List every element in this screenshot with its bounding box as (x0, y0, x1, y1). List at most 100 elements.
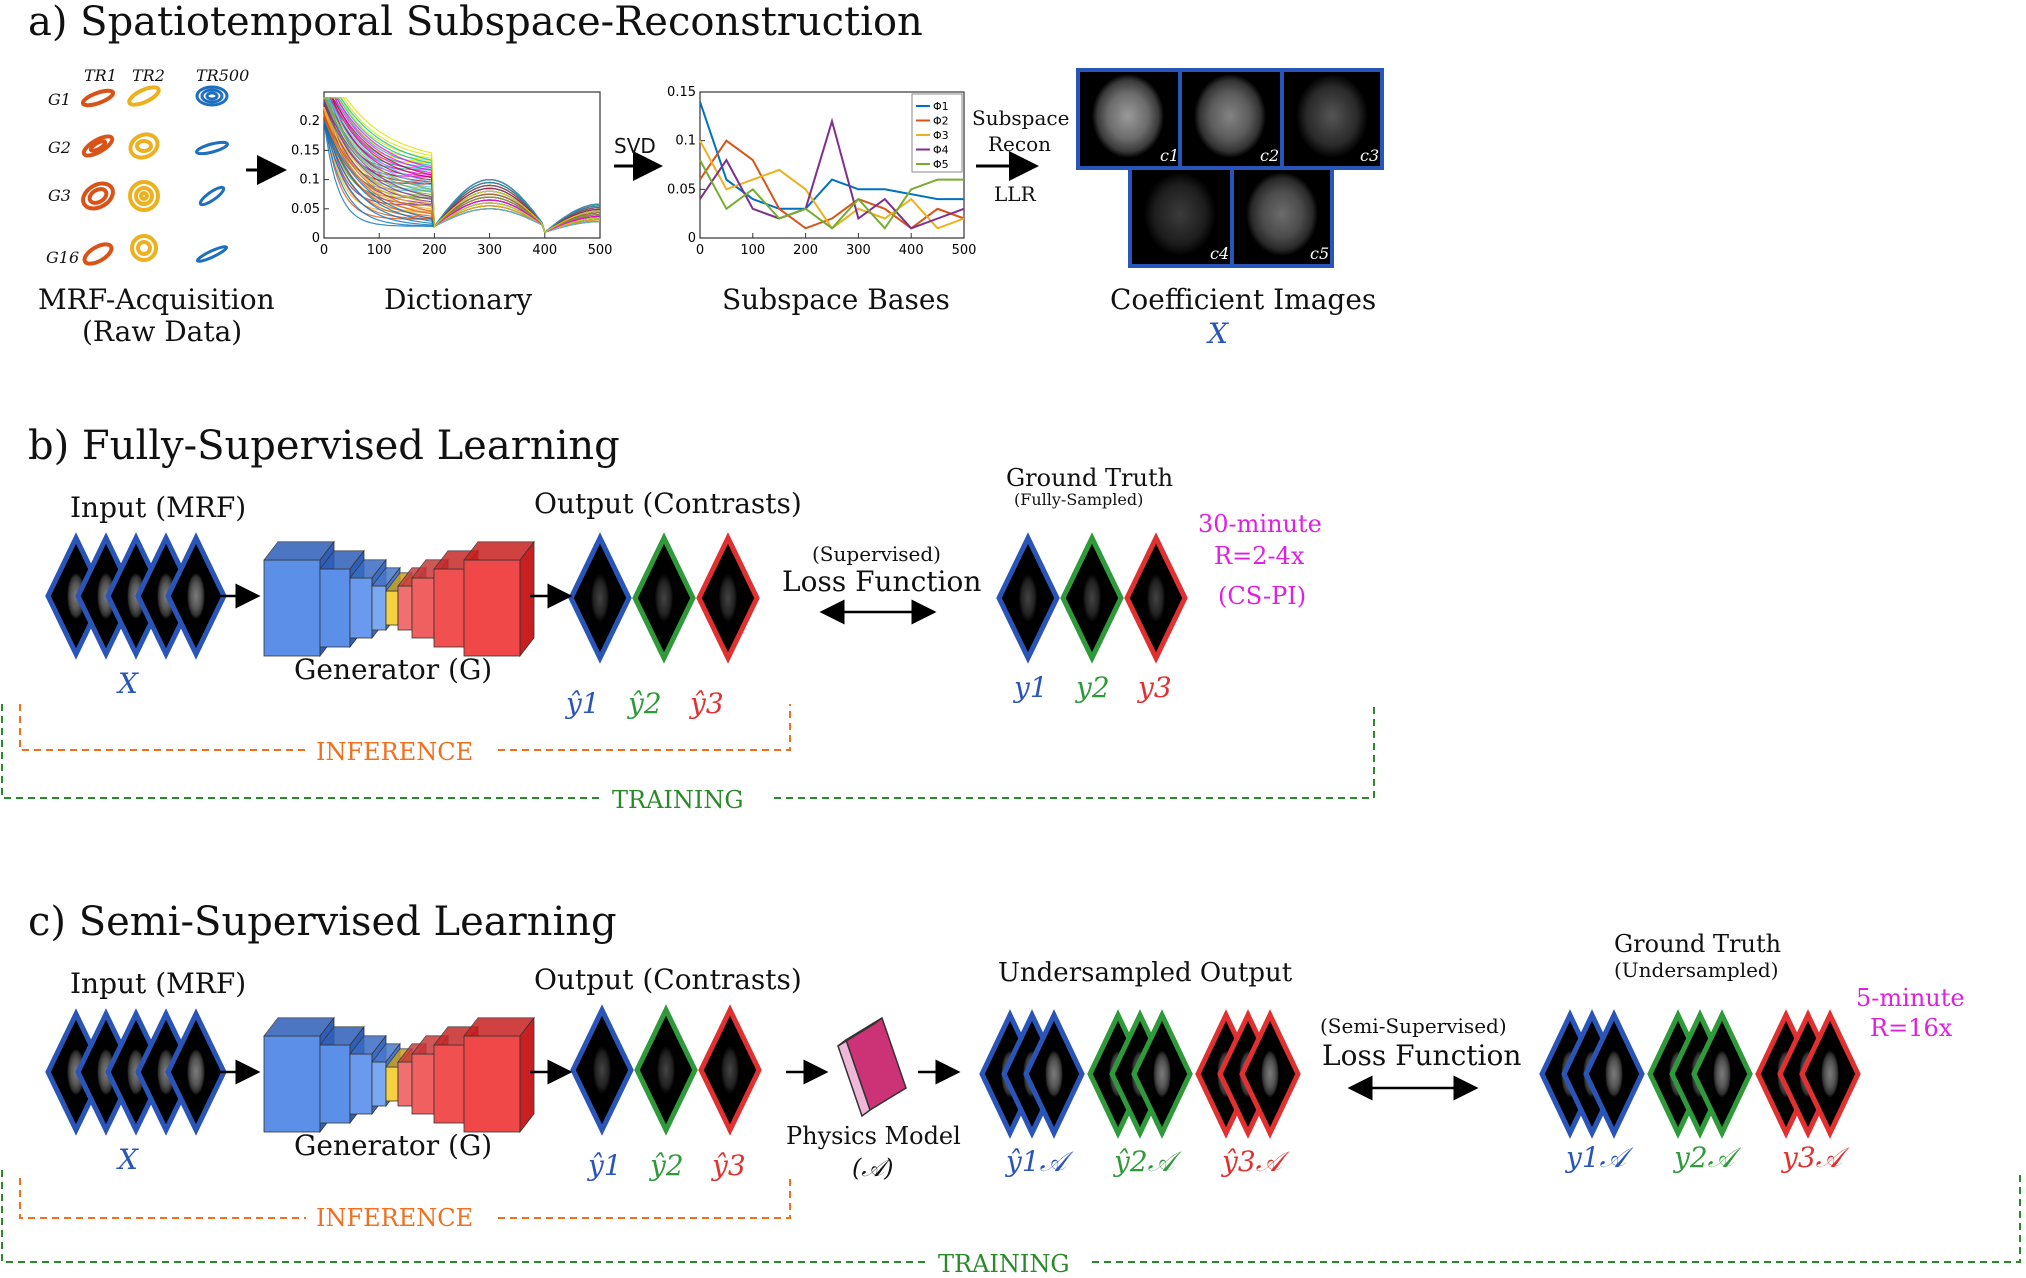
c-generator (263, 1016, 535, 1134)
b-input-label: Input (MRF) (70, 491, 247, 524)
c-note-accel: R=16x (1870, 1014, 1953, 1042)
generator-block (397, 1061, 413, 1107)
bases-xtick-label: 100 (740, 243, 765, 258)
c-output-y3: ŷ3 (712, 1149, 746, 1182)
slice-brain (590, 574, 610, 622)
bases-legend-entry: Φ1 (933, 100, 949, 113)
dict-xtick-label: 0 (320, 243, 328, 258)
c-gt-y2: y2𝒜 (1674, 1141, 1735, 1174)
b-gt-y2: y2 (1076, 671, 1110, 704)
coef-symbol: X (1208, 317, 1228, 350)
c-note-time: 5-minute (1856, 984, 1965, 1012)
bases-frame (699, 91, 965, 239)
bases-ytick-label: 0.15 (667, 85, 696, 100)
dict-xtick-label: 400 (532, 243, 557, 258)
generator-block (463, 1035, 521, 1133)
c-output-label: Output (Contrasts) (534, 963, 802, 996)
c-training-bracket (1, 1170, 2021, 1263)
dict-signal-curve (324, 97, 600, 234)
bases-ytick-label: 0.05 (667, 182, 696, 197)
panel-b-title: b) Fully-Supervised Learning (28, 423, 620, 469)
acq-caption: MRF-Acquisition (38, 283, 275, 316)
recon-label-2: Recon (988, 132, 1052, 156)
b-gt-label: Ground Truth (1006, 464, 1174, 492)
slice-brain (1146, 574, 1166, 622)
slice-brain (654, 574, 674, 622)
bases-legend-entry: Φ3 (933, 129, 949, 142)
coef-label-5: c5 (1310, 244, 1330, 263)
b-generator (263, 540, 535, 658)
dict-xtick-label: 500 (588, 243, 613, 258)
generator-block-side (519, 540, 535, 658)
generator-block (349, 1053, 373, 1115)
g-label-2: G2 (48, 138, 71, 157)
c-input-stack (45, 1008, 227, 1136)
coef-brain-5 (1246, 172, 1318, 256)
slice-brain (718, 574, 738, 622)
g-label-16: G16 (46, 248, 80, 267)
c-under-y2: ŷ2𝒜 (1114, 1145, 1175, 1178)
bases-xtick-label: 500 (952, 243, 977, 258)
panel-c-title: c) Semi-Supervised Learning (28, 899, 617, 945)
c-undersampled-stacks (979, 1009, 1301, 1139)
c-input-symbol: X (118, 1143, 138, 1176)
generator-block (463, 559, 521, 657)
bases-xtick-label: 400 (899, 243, 924, 258)
generator-block (263, 1035, 321, 1133)
g-label-1: G1 (48, 90, 71, 109)
dict-xtick-label: 200 (422, 243, 447, 258)
dict-frame (323, 91, 601, 239)
generator-block (385, 1066, 399, 1102)
b-note-time: 30-minute (1198, 510, 1322, 538)
tr-label-1: TR1 (84, 66, 117, 85)
slice-brain (1713, 1050, 1731, 1098)
generator-block (349, 577, 373, 639)
c-gt-y3: y3𝒜 (1782, 1141, 1843, 1174)
bases-xtick-label: 0 (696, 243, 704, 258)
b-note-method: (CS-PI) (1218, 582, 1307, 610)
slice-brain (656, 1046, 676, 1094)
c-training-label: TRAINING (938, 1250, 1070, 1278)
generator-block (411, 1053, 435, 1115)
b-training-label: TRAINING (612, 786, 744, 814)
under-label: Undersampled Output (998, 958, 1293, 988)
dict-signal-curve (324, 97, 601, 234)
b-output-y1: ŷ1 (566, 687, 600, 720)
dict-xtick-label: 300 (477, 243, 502, 258)
tr-label-2: TR2 (132, 66, 165, 85)
dict-signal-curve (324, 97, 601, 234)
coef-label-2: c2 (1260, 146, 1280, 165)
c-output-y1: ŷ1 (588, 1149, 622, 1182)
generator-block (319, 568, 351, 648)
bases-legend-entry: Φ5 (933, 158, 949, 171)
bases-xtick-label: 300 (846, 243, 871, 258)
dict-caption: Dictionary (384, 283, 533, 316)
c-inference-bracket (19, 1178, 791, 1219)
slice-brain (187, 572, 205, 620)
coef-brain-2 (1194, 74, 1266, 158)
slice-brain (1153, 1050, 1171, 1098)
bases-xtick-label: 200 (793, 243, 818, 258)
b-input-stack (45, 532, 227, 660)
b-gt-y3: y3 (1138, 671, 1172, 704)
bases-legend-entry: Φ4 (933, 144, 949, 157)
dict-signal-curve (324, 97, 601, 233)
recon-label-1: Subspace (972, 106, 1070, 130)
physics-symbol: (𝒜) (852, 1154, 894, 1182)
coef-label-4: c4 (1210, 244, 1230, 263)
generator-block (411, 577, 435, 639)
b-ground-truth-diamonds (996, 532, 1188, 664)
slice-brain (1082, 574, 1102, 622)
dict-xtick-label: 100 (367, 243, 392, 258)
generator-block (371, 1061, 387, 1107)
slice-brain (1261, 1050, 1279, 1098)
bases-series-line (699, 139, 965, 230)
dict-ytick-label: 0.15 (291, 143, 320, 158)
c-gt-y1: y1𝒜 (1566, 1141, 1627, 1174)
b-output-y3: ŷ3 (690, 687, 724, 720)
dict-ytick-label: 0.1 (299, 173, 320, 188)
c-input-label: Input (MRF) (70, 967, 247, 1000)
slice-brain (1045, 1050, 1063, 1098)
generator-block (263, 559, 321, 657)
